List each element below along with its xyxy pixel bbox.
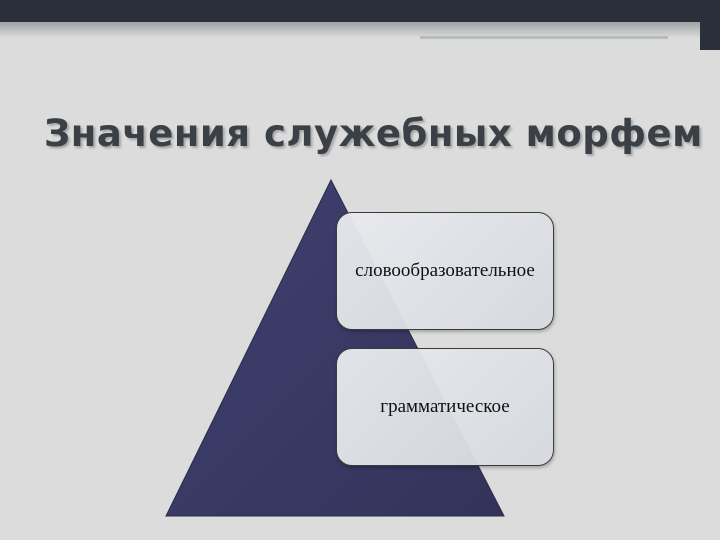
corner-tab bbox=[700, 0, 720, 50]
top-bar bbox=[0, 0, 720, 22]
morpheme-meaning-word-formation-box: словообразовательное bbox=[336, 212, 554, 330]
grammatical-label: грамматическое bbox=[380, 396, 510, 417]
slide-title: Значения служебных морфем bbox=[44, 112, 703, 155]
morpheme-meaning-grammatical-box: грамматическое bbox=[336, 348, 554, 466]
top-bar-shadow bbox=[0, 22, 720, 38]
accent-line bbox=[420, 36, 668, 39]
word-formation-label: словообразовательное bbox=[355, 260, 535, 281]
